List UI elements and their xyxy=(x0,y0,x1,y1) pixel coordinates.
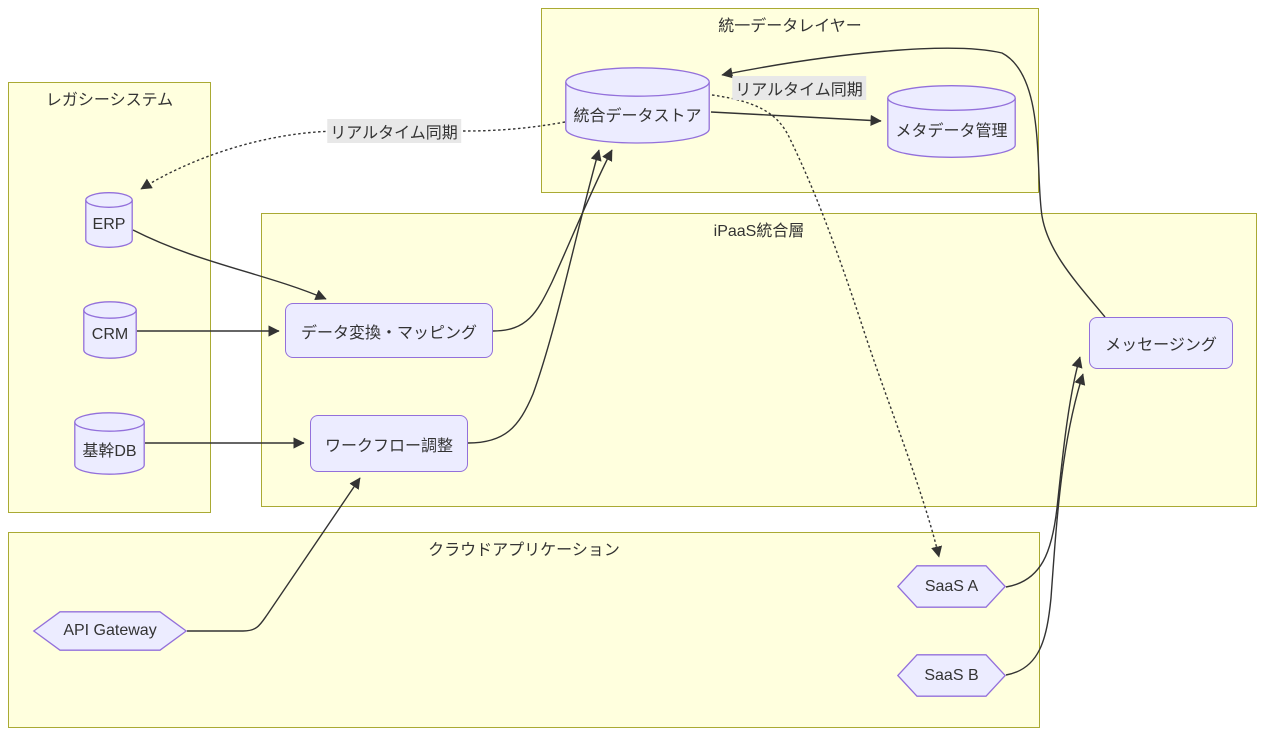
node-saas-a: SaaS A xyxy=(896,565,1007,608)
node-metadata: メタデータ管理 xyxy=(887,85,1016,158)
node-crm-label: CRM xyxy=(91,326,129,343)
edge-label-realtime-sync-right: リアルタイム同期 xyxy=(732,76,866,100)
edge-transform-to-datastore xyxy=(492,149,613,332)
node-workflow-label: ワークフロー調整 xyxy=(324,437,453,455)
node-coredb: 基幹DB xyxy=(74,412,145,475)
node-api-gateway: API Gateway xyxy=(32,611,188,651)
node-saas-b: SaaS B xyxy=(896,654,1007,697)
edge-erp-to-transform xyxy=(132,229,327,301)
cluster-unified-data-layer-title: 統一データレイヤー xyxy=(718,18,862,35)
node-transform-label: データ変換・マッピング xyxy=(300,324,477,342)
node-messaging-label: メッセージング xyxy=(1105,337,1217,354)
edge-saas-b-to-messaging xyxy=(1005,373,1086,676)
node-saas-b-label: SaaS B xyxy=(924,666,979,684)
edge-datastore-to-saas-a-sync xyxy=(711,94,943,558)
node-api-gateway-label: API Gateway xyxy=(63,622,157,639)
edge-apigateway-to-workflow xyxy=(187,477,361,632)
edge-messaging-to-datastore xyxy=(721,47,1106,318)
edge-saas-a-to-messaging xyxy=(1005,356,1083,588)
edge-workflow-to-datastore xyxy=(467,149,602,444)
node-metadata-label: メタデータ管理 xyxy=(895,122,1008,140)
node-datastore-label: 統合データストア xyxy=(573,107,702,125)
node-transform: データ変換・マッピング xyxy=(285,303,493,358)
node-saas-a-label: SaaS A xyxy=(924,577,979,595)
node-datastore: 統合データストア xyxy=(565,67,710,144)
node-coredb-label: 基幹DB xyxy=(82,443,137,460)
cluster-ipaas-layer-title: iPaaS統合層 xyxy=(713,223,805,240)
node-erp-label: ERP xyxy=(92,215,126,233)
cluster-legacy-system-title: レガシーシステム xyxy=(45,92,174,109)
edge-label-realtime-sync-left: リアルタイム同期 xyxy=(327,119,461,143)
node-messaging: メッセージング xyxy=(1089,317,1233,369)
node-erp: ERP xyxy=(85,192,133,248)
cluster-cloud-apps: クラウドアプリケーション xyxy=(8,532,1040,728)
node-crm: CRM xyxy=(83,301,137,359)
cluster-cloud-apps-title: クラウドアプリケーション xyxy=(428,542,620,559)
node-workflow: ワークフロー調整 xyxy=(310,415,468,472)
edge-datastore-to-metadata xyxy=(710,111,882,127)
